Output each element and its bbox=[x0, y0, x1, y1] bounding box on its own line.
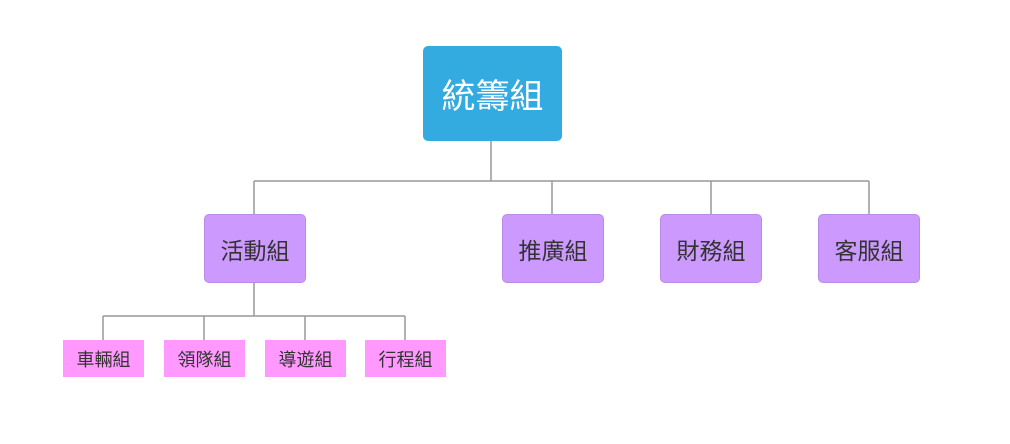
subgroup-node-label: 車輛組 bbox=[76, 349, 131, 371]
subgroup-node-label: 行程組 bbox=[378, 349, 433, 371]
root-node-label: 統籌組 bbox=[441, 77, 544, 117]
subgroup-node-label: 領隊組 bbox=[177, 349, 232, 371]
group-node-finance: 財務組 bbox=[660, 214, 762, 283]
subgroup-node-label: 導遊組 bbox=[278, 349, 333, 371]
subgroup-node-leaders: 領隊組 bbox=[164, 340, 245, 377]
group-node-activity: 活動組 bbox=[204, 214, 306, 283]
group-node-label: 推廣組 bbox=[518, 238, 588, 265]
group-node-label: 客服組 bbox=[834, 238, 904, 265]
group-node-label: 財務組 bbox=[676, 238, 746, 265]
root-node: 統籌組 bbox=[423, 46, 562, 141]
group-node-customer-service: 客服組 bbox=[818, 214, 920, 283]
group-node-promotion: 推廣組 bbox=[502, 214, 604, 283]
subgroup-node-guides: 導遊組 bbox=[265, 340, 346, 377]
subgroup-node-itinerary: 行程組 bbox=[365, 340, 446, 377]
subgroup-node-vehicles: 車輛組 bbox=[63, 340, 144, 377]
group-node-label: 活動組 bbox=[220, 238, 290, 265]
